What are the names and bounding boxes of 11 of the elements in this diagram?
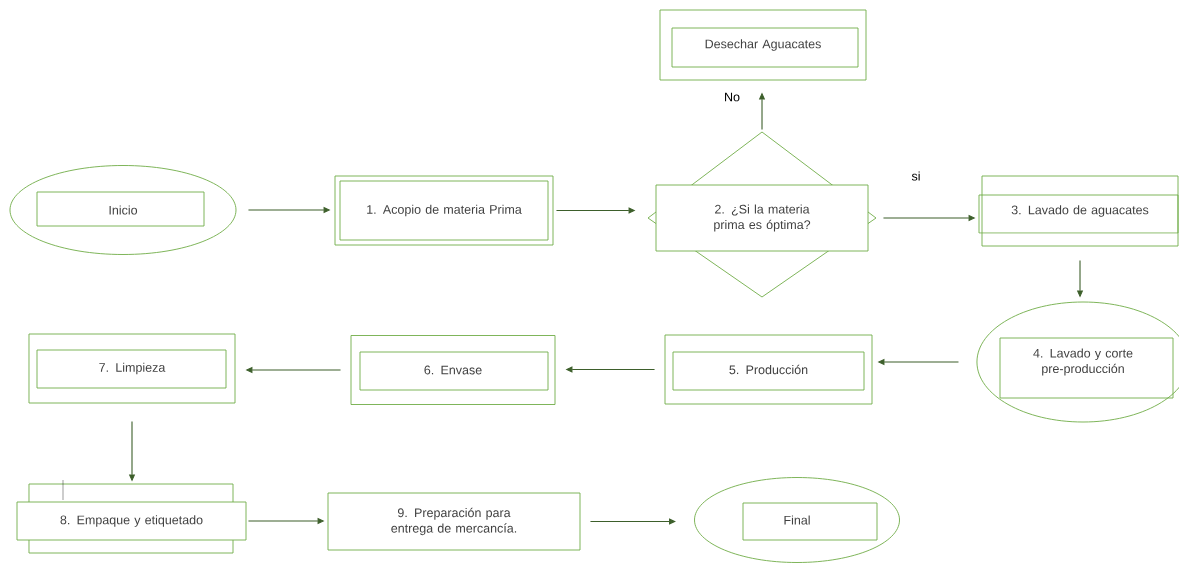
process-box: 6. Envase [350, 335, 556, 405]
process-box: 9. Preparación para entrega de mercancía. [327, 492, 581, 551]
process-box: 3. Lavado de aguacates [978, 175, 1179, 247]
arrow [589, 518, 676, 525]
process-box: 7. Limpieza [28, 333, 236, 404]
process-box: 1. Acopio de materia Prima [334, 175, 554, 246]
edge-label: si [910, 170, 922, 182]
edge-label: No [723, 91, 741, 103]
process-box: 5. Producción [664, 334, 873, 405]
process-box: 8. Empaque y etiquetado [16, 479, 247, 554]
process-box: Desechar Aguacates [659, 9, 867, 81]
